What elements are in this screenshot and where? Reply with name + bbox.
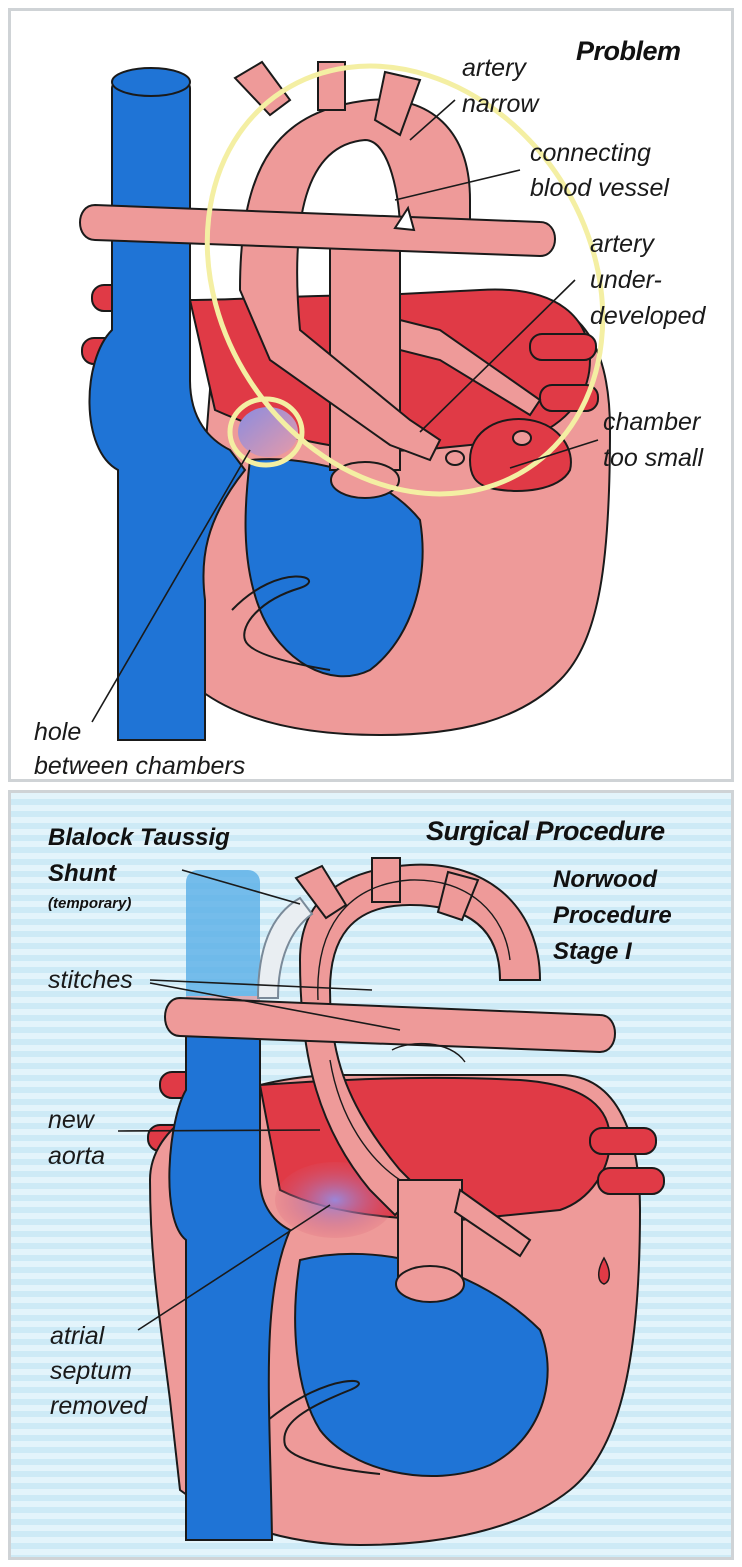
label-underdev-3: developed — [590, 300, 705, 332]
tiny-aorta-2 — [513, 431, 531, 445]
label-shunt-3: (temporary) — [48, 886, 131, 922]
procedure-subtitle-1: Norwood — [553, 862, 657, 898]
aortic-valve-2 — [396, 1266, 464, 1302]
label-septum-3: removed — [50, 1390, 147, 1422]
label-chamber-2: too small — [603, 442, 703, 474]
label-septum-1: atrial — [50, 1320, 104, 1352]
vena-cava-top — [112, 68, 190, 96]
label-septum-2: septum — [50, 1355, 132, 1387]
label-artery-narrow-1: artery — [462, 52, 526, 84]
procedure-subtitle-3: Stage I — [553, 934, 632, 970]
label-underdev-1: artery — [590, 228, 654, 260]
label-artery-narrow-2: narrow — [462, 88, 538, 120]
problem-title: Problem — [576, 36, 681, 67]
label-underdev-2: under- — [590, 264, 662, 296]
label-new-aorta-2: aorta — [48, 1140, 105, 1172]
label-stitches: stitches — [48, 964, 133, 996]
label-connecting-1: connecting — [530, 137, 651, 169]
label-new-aorta-1: new — [48, 1104, 94, 1136]
label-chamber-1: chamber — [603, 406, 700, 438]
procedure-subtitle-2: Procedure — [553, 898, 672, 934]
procedure-title: Surgical Procedure — [426, 816, 665, 847]
label-hole-1: hole — [34, 716, 81, 748]
tiny-aorta-1 — [446, 451, 464, 465]
hole-mixing — [238, 407, 298, 457]
problem-heart — [80, 0, 683, 740]
label-connecting-2: blood vessel — [530, 172, 669, 204]
label-hole-2: between chambers — [34, 750, 245, 782]
vena-cava-faded — [186, 870, 260, 1015]
label-shunt-1: Blalock Taussig — [48, 820, 230, 856]
